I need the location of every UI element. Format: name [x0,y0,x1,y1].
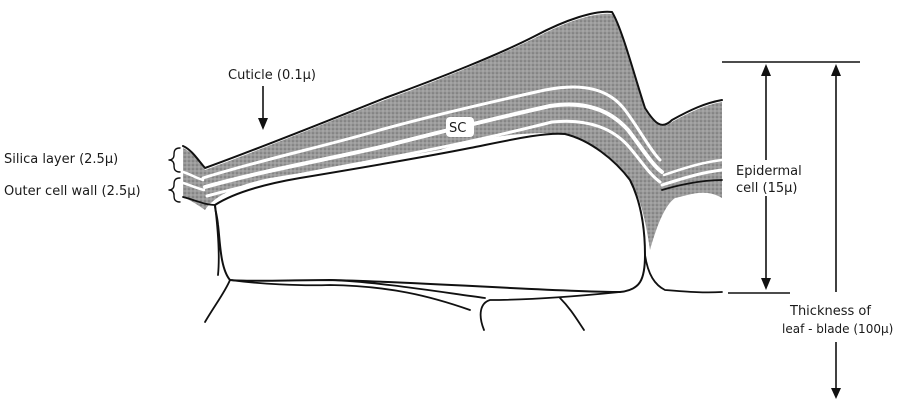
epidermal-label-line2: cell (15μ) [736,181,797,196]
leaf-thickness-label-line1: Thickness of [789,304,871,319]
cuticle-label: Cuticle (0.1μ) [228,68,316,83]
epidermal-arrow-bottom [761,278,771,290]
epidermal-arrow-top [761,64,771,76]
outer-cell-wall-brace [169,178,180,202]
leaf-thickness-arrow-bottom [831,388,841,399]
epidermal-label-line1: Epidermal [736,164,802,179]
outer-cell-wall-label: Outer cell wall (2.5μ) [4,184,141,199]
leaf-thickness-label-line2: leaf - blade (100μ) [782,322,893,336]
sc-label: SC [449,121,466,136]
leaf-thickness-arrow-top [831,64,841,76]
silica-layer-label: Silica layer (2.5μ) [4,152,118,167]
cuticle-arrow-head [258,118,268,130]
silica-layer-brace [169,148,180,172]
